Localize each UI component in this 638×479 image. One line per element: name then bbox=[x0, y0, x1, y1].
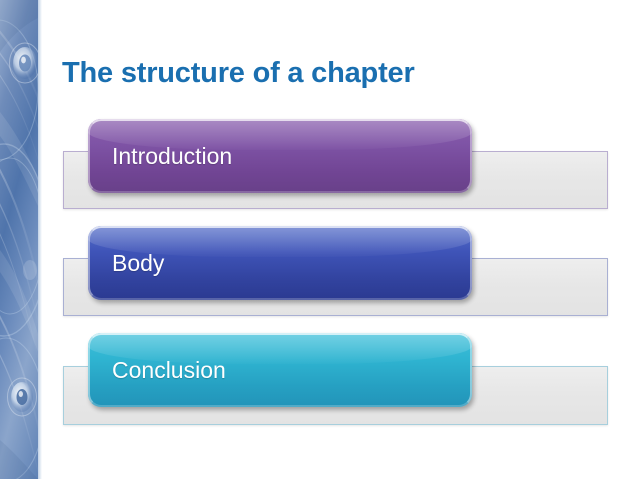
chip-label: Conclusion bbox=[112, 356, 226, 383]
chapter-stage-chip-introduction[interactable]: Introduction bbox=[88, 119, 472, 193]
sidebar-edge-fade bbox=[38, 0, 42, 479]
page-title: The structure of a chapter bbox=[62, 57, 415, 90]
chip-label: Introduction bbox=[112, 142, 233, 169]
sidebar-pattern-graphic bbox=[0, 0, 38, 479]
sidebar-disc-motif bbox=[7, 42, 38, 417]
chapter-stage-chip-body[interactable]: Body bbox=[88, 226, 472, 300]
chapter-stage-chip-conclusion[interactable]: Conclusion bbox=[88, 333, 472, 407]
chip-label: Body bbox=[112, 249, 165, 276]
sidebar-decoration bbox=[0, 0, 38, 479]
